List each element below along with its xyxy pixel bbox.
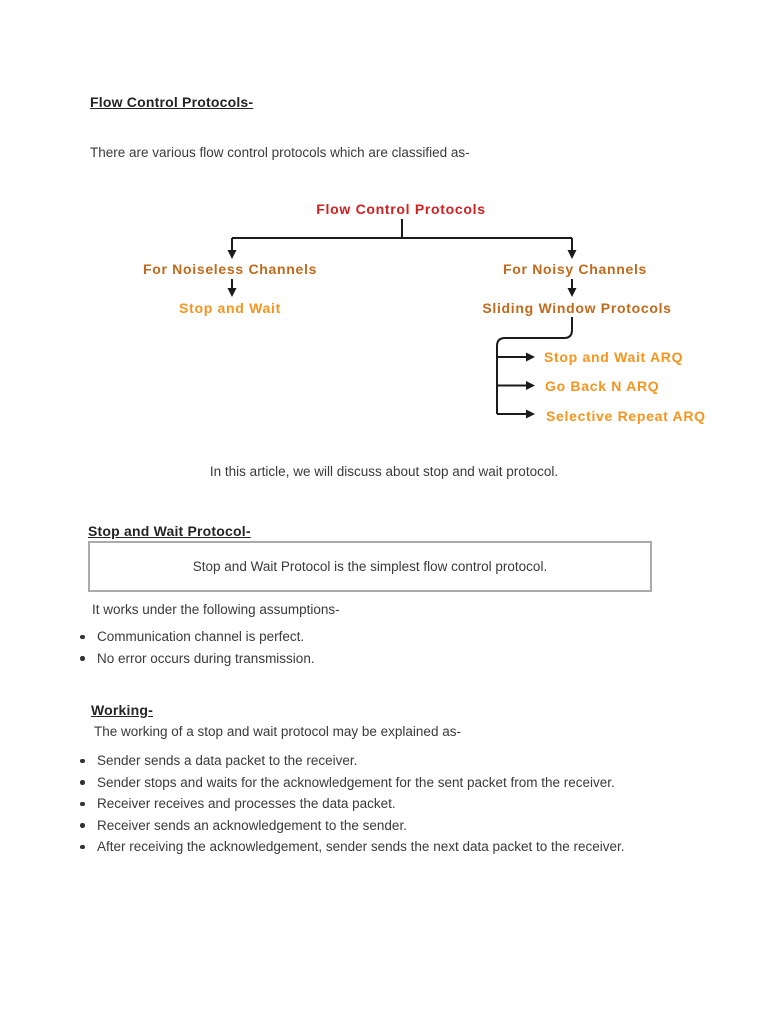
working-steps-list: Sender sends a data packet to the receiv… xyxy=(77,750,642,858)
diagram-node-flow-control-protocols: Flow Control Protocols xyxy=(316,201,486,217)
assumptions-intro: It works under the following assumptions… xyxy=(92,602,340,617)
definition-text: Stop and Wait Protocol is the simplest f… xyxy=(192,559,548,574)
diagram-node-stop-and-wait-arq: Stop and Wait ARQ xyxy=(544,349,684,365)
definition-box: Stop and Wait Protocol is the simplest f… xyxy=(88,541,652,592)
diagram-node-noiseless-channels: For Noiseless Channels xyxy=(142,261,318,277)
heading-flow-control-protocols: Flow Control Protocols- xyxy=(90,94,254,110)
list-item: Receiver sends an acknowledgement to the… xyxy=(77,815,642,837)
diagram-node-go-back-n-arq: Go Back N ARQ xyxy=(545,378,660,394)
working-intro: The working of a stop and wait protocol … xyxy=(94,724,461,739)
intro-paragraph: There are various flow control protocols… xyxy=(90,145,470,160)
assumptions-list: Communication channel is perfect. No err… xyxy=(77,626,637,669)
article-note: In this article, we will discuss about s… xyxy=(209,464,559,479)
list-item: After receiving the acknowledgement, sen… xyxy=(77,836,642,858)
heading-working: Working- xyxy=(91,702,154,718)
list-item: No error occurs during transmission. xyxy=(77,648,637,670)
heading-stop-and-wait-protocol: Stop and Wait Protocol- xyxy=(88,523,251,539)
list-item: Communication channel is perfect. xyxy=(77,626,637,648)
diagram-node-stop-and-wait: Stop and Wait xyxy=(179,300,281,316)
list-item: Sender stops and waits for the acknowled… xyxy=(77,772,642,794)
diagram-node-selective-repeat-arq: Selective Repeat ARQ xyxy=(546,408,706,424)
diagram-node-sliding-window-protocols: Sliding Window Protocols xyxy=(482,300,672,316)
list-item: Sender sends a data packet to the receiv… xyxy=(77,750,642,772)
diagram-node-noisy-channels: For Noisy Channels xyxy=(502,261,648,277)
list-item: Receiver receives and processes the data… xyxy=(77,793,642,815)
